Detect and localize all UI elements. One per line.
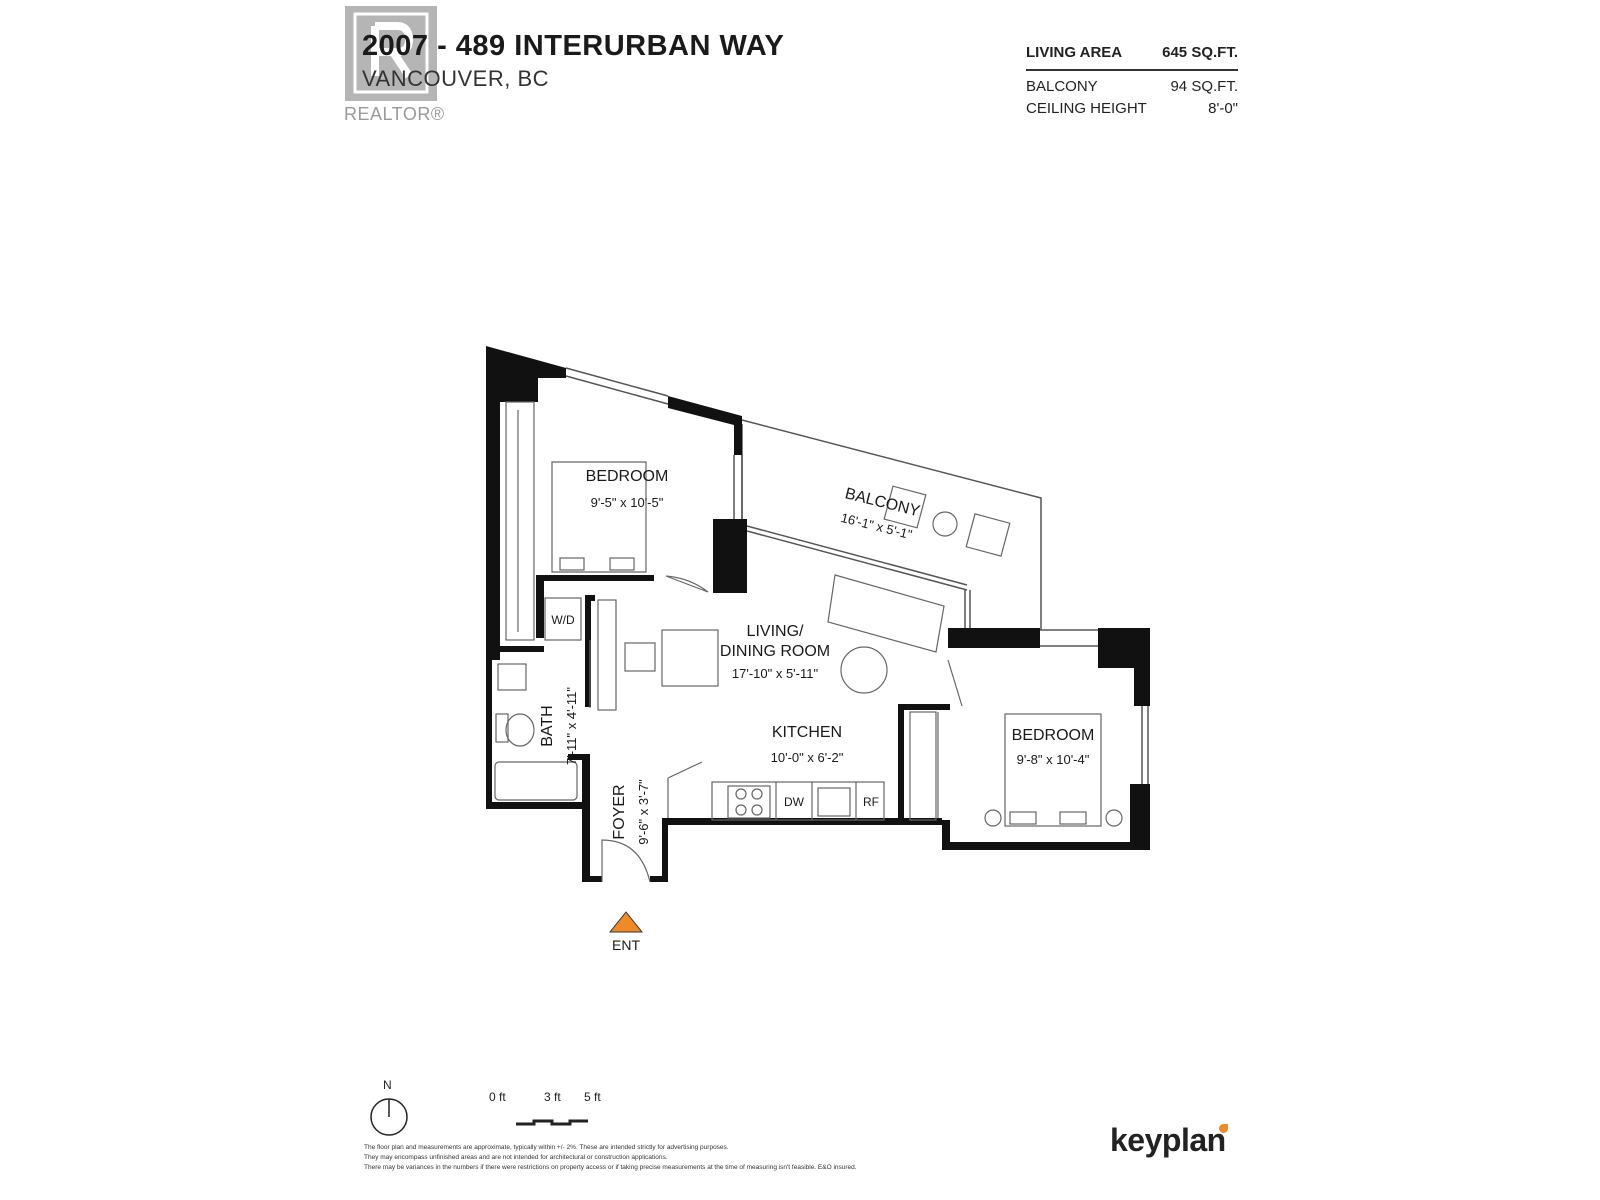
wd-label: W/D [551, 613, 575, 627]
stat-label: LIVING AREA [1026, 44, 1123, 61]
balcony-label-group: BALCONY 16'-1" x 5'-1" [839, 485, 921, 542]
realtor-watermark-logo [345, 6, 437, 101]
stat-value: 645 SQ.FT. [1162, 44, 1238, 61]
fixtures [494, 401, 1123, 883]
realtor-watermark-text: REALTOR® [344, 104, 445, 124]
dw-label: DW [784, 795, 805, 809]
stat-balcony: BALCONY 94 SQ.FT. [1026, 78, 1238, 100]
compass-icon [370, 1098, 408, 1136]
kitchen-dims: 10'-0" x 6'-2" [771, 750, 844, 765]
scale-label-0: 0 ft [489, 1090, 506, 1104]
windows [565, 367, 1149, 784]
door-bedroom1 [665, 575, 709, 593]
sofa [827, 574, 945, 653]
stat-ceiling-height: CEILING HEIGHT 8'-0" [1026, 100, 1238, 122]
walls [486, 346, 1150, 882]
entry-label: ENT [612, 937, 640, 953]
disclaimer: The floor plan and measurements are appr… [364, 1143, 1004, 1173]
bath-name: BATH [539, 705, 556, 746]
stat-living-area: LIVING AREA 645 SQ.FT. [1026, 44, 1238, 71]
bedroom2-dims: 9'-8" x 10'-4" [1017, 752, 1090, 767]
bedroom2-name: BEDROOM [1012, 727, 1095, 744]
stat-value: 94 SQ.FT. [1170, 78, 1238, 95]
disclaimer-line: There may be variances in the numbers if… [364, 1164, 857, 1171]
foyer-label-group: FOYER 9'-6" x 3'-7" [611, 779, 651, 845]
keyplan-logo-mark [1219, 1124, 1228, 1133]
living-dims: 17'-10" x 5'-11" [732, 666, 819, 681]
rf-label: RF [863, 795, 879, 809]
bath-dims: 7'-11" x 4'-11" [564, 687, 579, 765]
keyplan-logo: keyplan [1110, 1122, 1226, 1158]
bedroom1-dims: 9'-5" x 10'-5" [591, 495, 664, 510]
listing-address: 2007 - 489 INTERURBAN WAY [362, 30, 785, 62]
area-stats: LIVING AREA 645 SQ.FT. BALCONY 94 SQ.FT.… [1026, 44, 1238, 122]
compass-north-label: N [383, 1078, 392, 1092]
bedroom1-name: BEDROOM [586, 468, 669, 485]
bath-label-group: BATH 7'-11" x 4'-11" [539, 687, 579, 765]
stat-value: 8'-0" [1208, 100, 1238, 117]
stat-label: BALCONY [1026, 78, 1098, 95]
entry-marker [608, 911, 644, 933]
scale-label-5: 5 ft [584, 1090, 601, 1104]
scale-label-3: 3 ft [544, 1090, 561, 1104]
bed-bedroom1 [551, 461, 647, 573]
living-name-line1: LIVING/ [747, 623, 804, 640]
disclaimer-line: The floor plan and measurements are appr… [364, 1144, 729, 1151]
stat-label: CEILING HEIGHT [1026, 100, 1147, 117]
listing-city: VANCOUVER, BC [362, 66, 550, 91]
scale-bar [516, 1119, 588, 1126]
foyer-dims: 9'-6" x 3'-7" [636, 779, 651, 845]
foyer-name: FOYER [611, 784, 628, 839]
door-entry [601, 839, 651, 883]
kitchen-name: KITCHEN [772, 724, 842, 741]
room-labels: BEDROOM 9'-5" x 10'-5" BALCONY 16'-1" x … [539, 468, 1094, 953]
living-name-line2: DINING ROOM [720, 643, 830, 660]
disclaimer-line: They may encompass unfinished areas and … [364, 1154, 668, 1161]
